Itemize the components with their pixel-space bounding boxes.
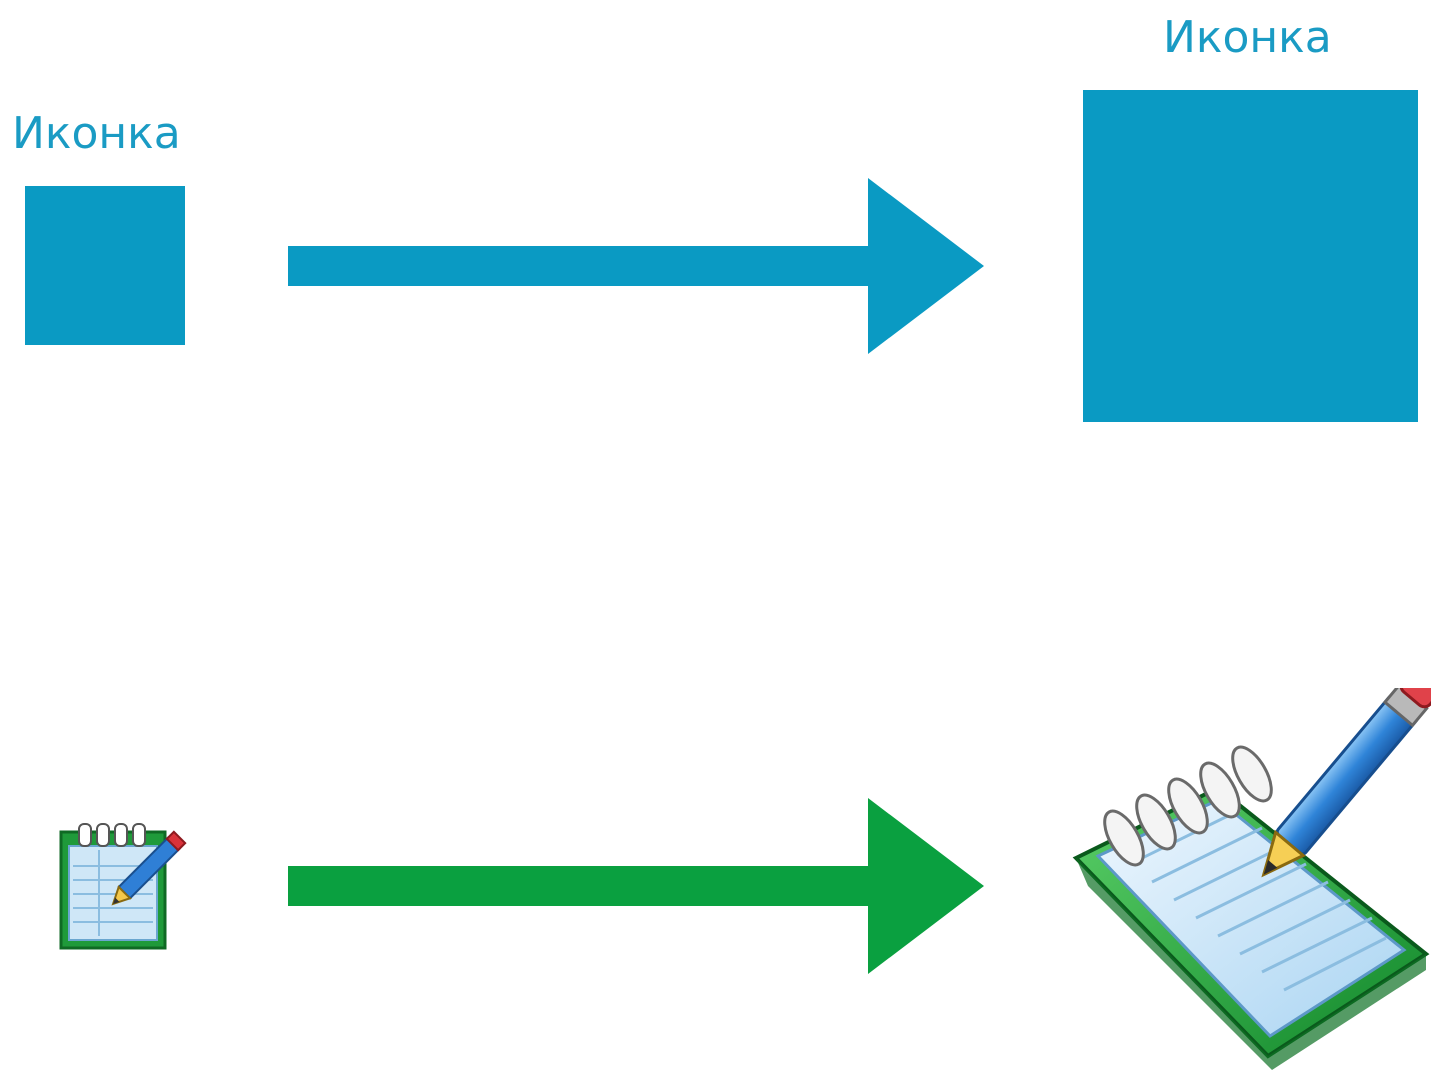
large-icon-label: Иконка	[1163, 12, 1332, 63]
large-square-icon	[1083, 90, 1418, 422]
small-notepad-pencil-icon	[59, 823, 187, 950]
small-icon-label: Иконка	[12, 108, 181, 159]
large-notepad-pencil-icon	[1072, 688, 1431, 1070]
small-square-icon	[25, 186, 185, 345]
blue-right-arrow	[288, 178, 984, 354]
green-right-arrow	[288, 798, 984, 974]
